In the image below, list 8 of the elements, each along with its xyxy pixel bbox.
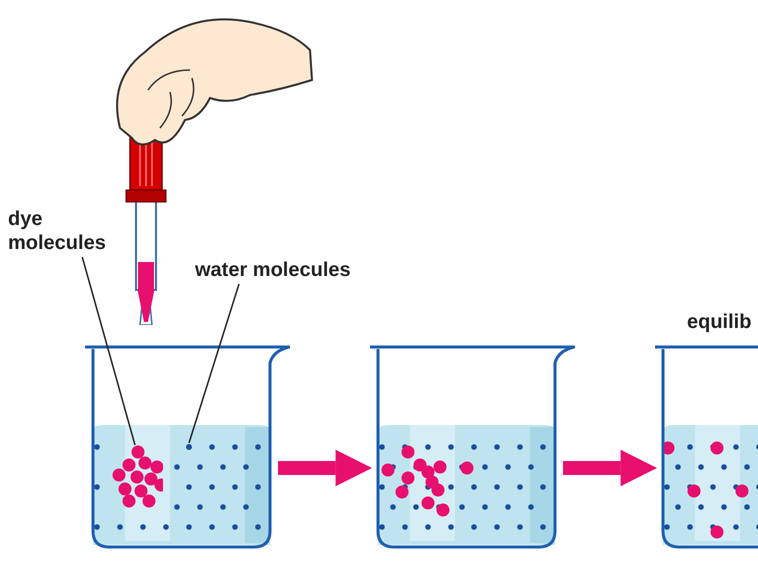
leader-line [188,284,240,444]
arrow [563,450,657,486]
equilibrium-heading: equilib [687,310,752,334]
water-molecule-dot [185,443,193,451]
arrow [278,450,372,486]
water-label: water molecules [195,258,415,282]
dye-label: dye molecules [8,207,143,255]
leader-line [82,256,136,446]
